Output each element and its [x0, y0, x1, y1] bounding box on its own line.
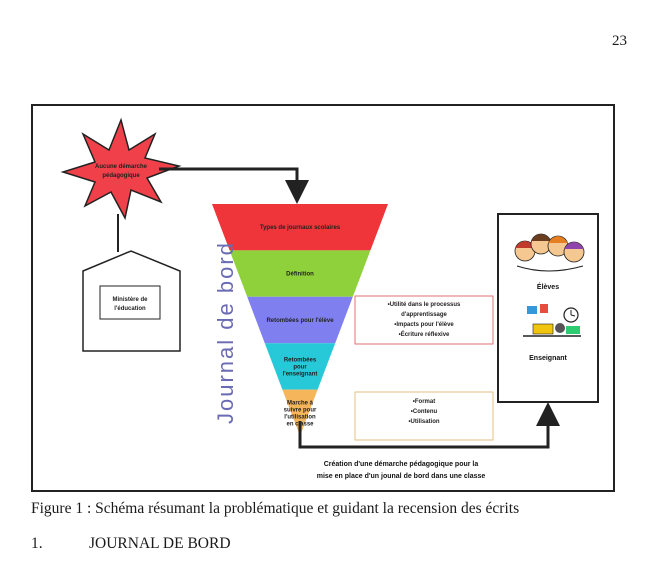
funnel-layer: [264, 343, 336, 390]
funnel-layer-label: pour: [293, 364, 307, 370]
detail-line: •Utilité dans le processus: [388, 302, 461, 308]
students-icon: [514, 233, 585, 272]
detail-line: d'apprentissage: [401, 312, 447, 318]
ministry-label-line: l'éducation: [114, 306, 146, 312]
figure-frame: Aucune démarche pédagogique Ministère de…: [31, 104, 615, 492]
teacher-desk-icon: [523, 304, 581, 337]
funnel-layer-label: l'utilisation: [284, 414, 316, 420]
funnel-layer-label: l'enseignant: [283, 371, 318, 377]
enseignant-detail-box: [354, 391, 494, 441]
detail-line: •Impacts pour l'élève: [394, 322, 454, 328]
detail-line: •Écriture réflexive: [399, 330, 450, 338]
vertical-title: Journal de bord: [213, 241, 238, 424]
funnel-layer: [212, 204, 388, 251]
detail-line: •Utilisation: [408, 419, 439, 425]
funnel-diagram: Types de journaux scolairesDéfinitionRet…: [212, 204, 388, 436]
enseignant-label: Enseignant: [529, 355, 567, 362]
eleves-label: Élèves: [537, 282, 559, 291]
section-title: JOURNAL DE BORD: [89, 535, 231, 552]
bottom-caption-line: mise en place d'un jounal de bord dans u…: [317, 473, 486, 480]
funnel-layer-label: Types de journaux scolaires: [260, 225, 341, 231]
page-number: 23: [612, 33, 627, 49]
funnel-layer: [247, 296, 353, 344]
figure-caption: Figure 1 : Schéma résumant la problémati…: [31, 500, 520, 517]
funnel-layer-label: Retombées: [284, 357, 317, 363]
detail-line: •Contenu: [411, 409, 438, 415]
funnel-layer-label: suivre pour: [284, 407, 317, 413]
star-label-line: pédagogique: [102, 173, 140, 179]
section-heading: 1. JOURNAL DE BORD: [31, 535, 231, 553]
funnel-layer: [282, 389, 318, 436]
starburst-shape: [60, 117, 182, 221]
star-label-line: Aucune démarche: [95, 164, 148, 170]
return-arrow: [298, 402, 560, 449]
funnel-layer-label: Définition: [286, 272, 314, 278]
funnel-layer: [229, 250, 371, 297]
ministry-label-line: Ministère de: [112, 297, 148, 303]
detail-line: •Format: [413, 399, 435, 405]
eleve-detail-box: [354, 295, 494, 345]
funnel-layer-label: Retombées pour l'élève: [266, 318, 334, 324]
section-number: 1.: [31, 535, 43, 552]
figure-diagram: Aucune démarche pédagogique Ministère de…: [60, 117, 599, 480]
bottom-caption-line: Création d'une démarche pédagogique pour…: [324, 461, 479, 468]
funnel-layer-label: Marche à: [287, 400, 314, 406]
connector-arrow: [159, 167, 309, 204]
